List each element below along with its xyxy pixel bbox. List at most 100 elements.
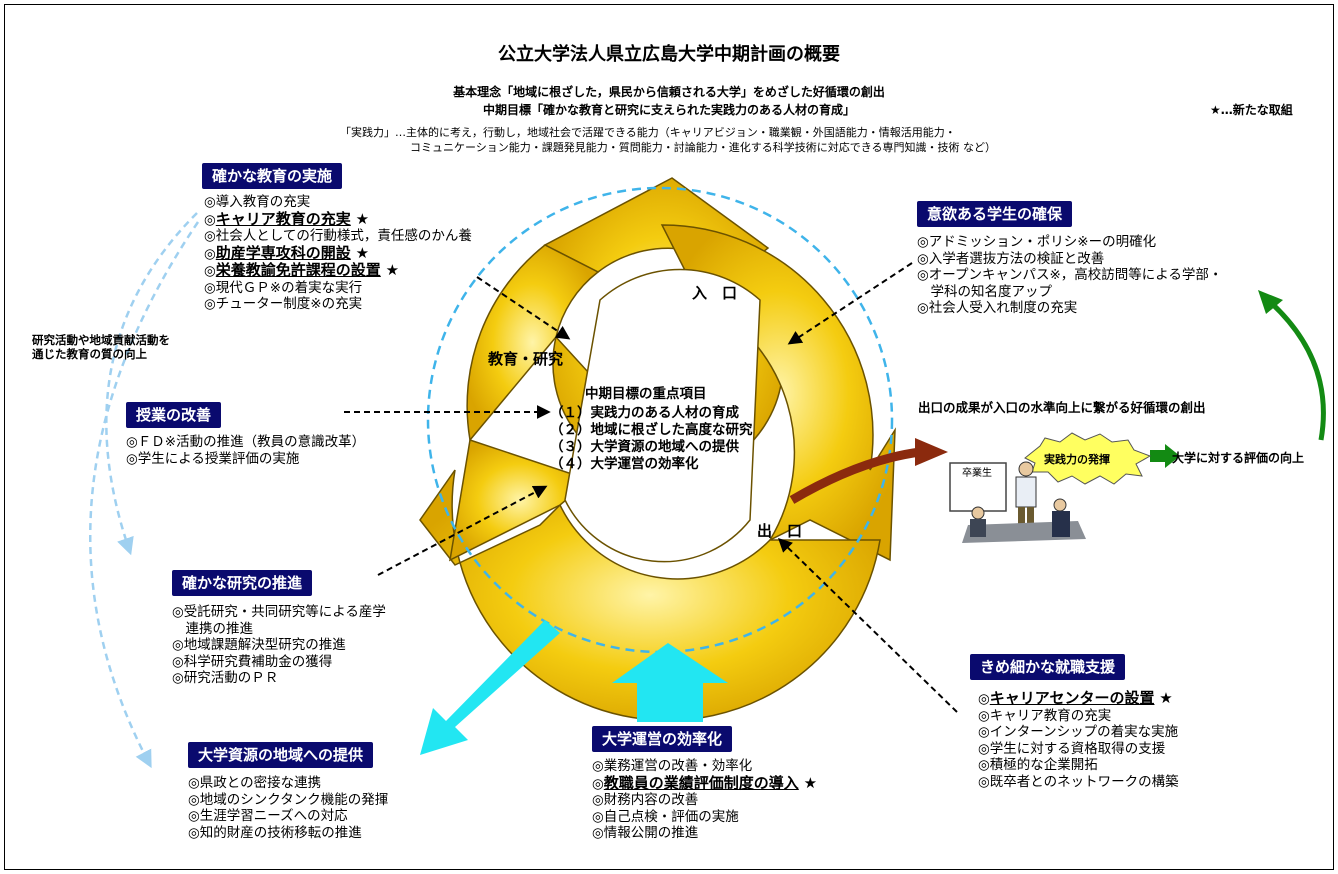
- list-item-text: インターンシップの着実な実施: [989, 724, 1179, 740]
- practical-burst-text: 実践力の発揮: [1044, 453, 1110, 466]
- star-icon: ★: [380, 261, 400, 279]
- cyan-arrows: [420, 620, 728, 755]
- education-research-label: 教育・研究: [488, 350, 564, 368]
- students-list: ◎アドミッション・ポリシ※ーの明確化◎入学者選抜方法の検証と改善◎オープンキャン…: [917, 234, 1222, 317]
- community-header: 大学資源の地域への提供: [188, 742, 374, 768]
- page-frame: [4, 4, 1334, 870]
- page-title: 公立大学法人県立広島大学中期計画の概要: [498, 44, 840, 65]
- bullet-icon: ◎: [172, 604, 184, 620]
- list-item-text: 助産学専攻科の開設: [215, 243, 351, 262]
- list-item: ◎現代ＧＰ※の着実な実行: [204, 280, 472, 297]
- bullet-icon: ◎: [978, 707, 990, 724]
- career-header: きめ細かな就職支援: [970, 654, 1126, 680]
- bullet-icon: ◎: [126, 434, 138, 450]
- bullet-icon: ◎: [978, 740, 990, 757]
- bullet-icon: ◎: [204, 211, 216, 228]
- list-item: ◎助産学専攻科の開設 ★: [204, 243, 472, 263]
- bullet-icon: ◎: [917, 250, 929, 267]
- bullet-icon: ◎: [917, 300, 929, 316]
- bullet-icon: ◎: [978, 724, 990, 740]
- bullet-icon: ◎: [917, 267, 929, 283]
- list-item-text: オープンキャンパス※，高校訪問等による学部・: [928, 267, 1223, 283]
- list-item-text: 受託研究・共同研究等による産学: [183, 604, 386, 620]
- bullet-icon: ◎: [592, 775, 604, 792]
- entrance-label: 入 口: [692, 284, 738, 302]
- list-item-text: 現代ＧＰ※の着実な実行: [215, 279, 363, 296]
- career-list: ◎キャリアセンターの設置 ★◎キャリア教育の充実◎インターンシップの着実な実施◎…: [978, 690, 1179, 790]
- list-item-text: 教職員の業績評価制度の導入: [603, 773, 799, 792]
- list-item: ◎学生による授業評価の実施: [126, 451, 365, 468]
- list-item-text: 科学研究費補助金の獲得: [183, 653, 333, 670]
- list-item: 連携の推進: [172, 621, 386, 638]
- list-item-text: 入学者選抜方法の検証と改善: [928, 250, 1105, 267]
- list-item: ◎財務内容の改善: [592, 792, 817, 809]
- list-item: ◎キャリアセンターの設置 ★: [978, 690, 1179, 708]
- list-item-text: 業務運営の改善・効率化: [603, 758, 753, 774]
- education-header: 確かな教育の実施: [202, 163, 343, 189]
- list-item: ◎研究活動のＰＲ: [172, 670, 386, 687]
- list-item: ◎導入教育の充実: [204, 194, 472, 211]
- cycle-center: [564, 268, 761, 563]
- bullet-icon: ◎: [204, 194, 216, 210]
- list-item: ◎情報公開の推進: [592, 825, 817, 842]
- bullet-icon: [172, 621, 186, 637]
- list-item-text: チューター制度※の充実: [215, 296, 363, 312]
- list-item-text: 学科の知名度アップ: [930, 283, 1053, 300]
- bullet-icon: ◎: [188, 808, 200, 824]
- list-item-text: 連携の推進: [185, 620, 254, 637]
- bullet-icon: ◎: [188, 775, 200, 791]
- side-note-2: 通じた教育の質の向上: [32, 347, 147, 361]
- list-item: ◎地域課題解決型研究の推進: [172, 637, 386, 654]
- center-item: （２）地域に根ざした高度な研究: [550, 422, 753, 438]
- list-item-text: 積極的な企業開拓: [989, 757, 1098, 773]
- list-item: ◎科学研究費補助金の獲得: [172, 654, 386, 671]
- list-item-text: 研究活動のＰＲ: [183, 670, 279, 686]
- midterm-goal: 中期目標「確かな教育と研究に支えられた実践力のある人材の育成」: [482, 103, 855, 117]
- list-item-text: 財務内容の改善: [603, 792, 699, 808]
- lessons-list: ◎ＦＤ※活動の推進（教員の意識改革）◎学生による授業評価の実施: [126, 434, 365, 467]
- list-item-text: キャリアセンターの設置: [989, 689, 1155, 707]
- research-header: 確かな研究の推進: [172, 570, 313, 596]
- list-item: ◎業務運営の改善・効率化: [592, 758, 817, 775]
- center-item: （４）大学運営の効率化: [550, 456, 699, 472]
- list-item: ◎学生に対する資格取得の支援: [978, 741, 1179, 758]
- practical-burst-shape: [1024, 432, 1152, 485]
- list-item-text: 導入教育の充実: [215, 194, 311, 210]
- list-item-text: 地域のシンクタンク機能の発揮: [199, 791, 389, 808]
- list-item: ◎社会人受入れ制度の充実: [917, 300, 1222, 317]
- list-item-text: 知的財産の技術移転の推進: [199, 824, 362, 841]
- education-list: ◎導入教育の充実◎キャリア教育の充実 ★◎社会人としての行動様式，責任感のかん養…: [204, 194, 472, 313]
- practical-definition-2: コミュニケーション能力・課題発見能力・質問能力・討論能力・進化する科学技術に対応…: [410, 141, 997, 154]
- bullet-icon: ◎: [204, 228, 216, 244]
- practical-definition-1: 「実践力」…主体的に考え，行動し，地域社会で活躍できる能力（キャリアビジョン・職…: [340, 126, 956, 139]
- bullet-icon: ◎: [592, 758, 604, 774]
- list-item-text: 県政との密接な連携: [199, 775, 322, 791]
- list-item-text: 生涯学習ニーズへの対応: [199, 808, 348, 824]
- list-item-text: 学生による授業評価の実施: [137, 450, 300, 467]
- bullet-icon: ◎: [204, 245, 216, 262]
- center-item: （３）大学資源の地域への提供: [550, 439, 739, 455]
- list-item: ◎受託研究・共同研究等による産学: [172, 604, 386, 621]
- list-item: ◎地域のシンクタンク機能の発揮: [188, 792, 388, 809]
- list-item-text: 情報公開の推進: [603, 825, 699, 841]
- bullet-icon: ◎: [172, 653, 184, 670]
- new-initiative-legend: ★…新たな取組: [1210, 103, 1293, 117]
- bullet-icon: ◎: [204, 279, 216, 296]
- list-item: ◎ＦＤ※活動の推進（教員の意識改革）: [126, 434, 365, 451]
- star-icon: ★: [798, 773, 818, 792]
- list-item: ◎オープンキャンパス※，高校訪問等による学部・: [917, 267, 1222, 284]
- list-item: ◎キャリア教育の充実: [978, 708, 1179, 725]
- list-item: ◎社会人としての行動様式，責任感のかん養: [204, 228, 472, 245]
- meeting-illustration: [949, 461, 1086, 543]
- lessons-header: 授業の改善: [126, 402, 222, 428]
- students-header: 意欲ある学生の確保: [917, 201, 1073, 227]
- list-item: ◎栄養教諭免許課程の設置 ★: [204, 262, 472, 280]
- center-item: （１）実践力のある人材の育成: [550, 405, 739, 421]
- list-item: ◎教職員の業績評価制度の導入 ★: [592, 773, 818, 793]
- list-item-text: キャリア教育の充実: [989, 707, 1112, 724]
- list-item: ◎知的財産の技術移転の推進: [188, 825, 388, 842]
- star-icon: ★: [350, 209, 370, 228]
- exit-label: 出 口: [757, 522, 803, 540]
- list-item: ◎インターンシップの着実な実施: [978, 724, 1179, 741]
- bullet-icon: ◎: [592, 792, 604, 808]
